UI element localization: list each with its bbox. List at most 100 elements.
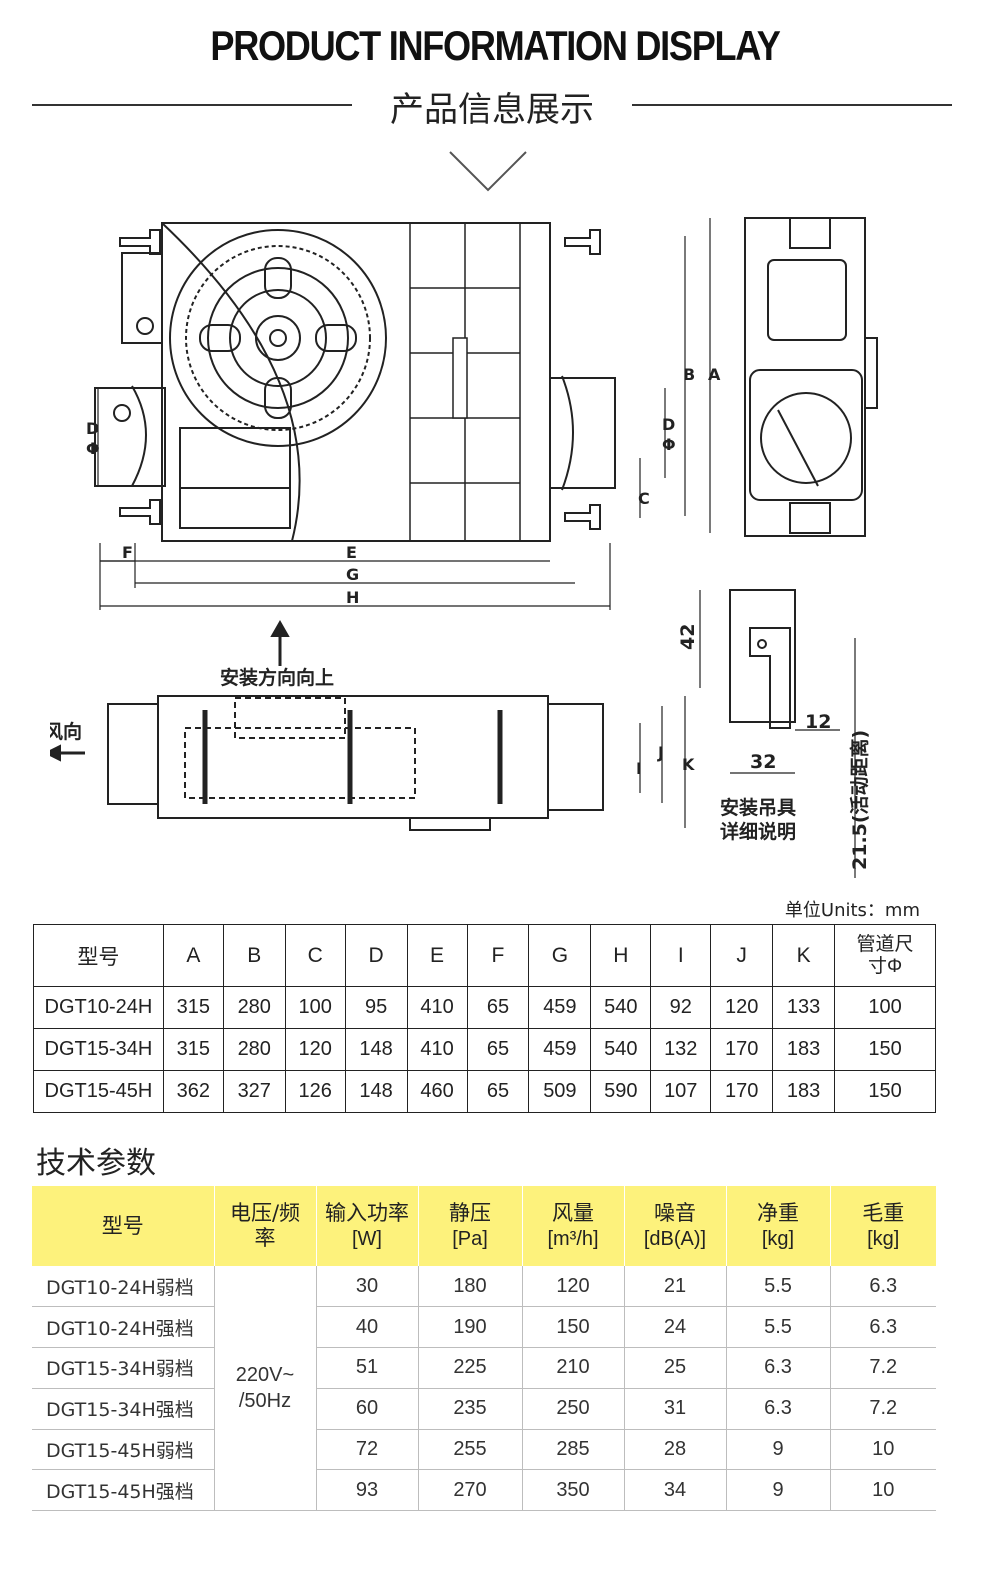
col-header-d: D <box>344 924 408 987</box>
table-cell: 126 <box>284 1070 346 1113</box>
hanger-dim-12: 12 <box>805 711 831 733</box>
table-cell: 31 <box>623 1388 726 1430</box>
table-cell: 28 <box>623 1429 726 1471</box>
table-cell: 509 <box>528 1070 592 1113</box>
table-cell: 107 <box>650 1070 712 1113</box>
table-cell: 6.3 <box>829 1306 936 1349</box>
table-cell: 10 <box>829 1469 936 1512</box>
table-cell: 460 <box>406 1070 468 1113</box>
table-cell: 7.2 <box>829 1347 936 1389</box>
th-gross-weight: 毛重[kg] <box>829 1186 936 1266</box>
th-noise: 噪音[dB(A)] <box>623 1186 726 1266</box>
th-voltage: 电压/频率 <box>213 1186 316 1266</box>
table-cell: 225 <box>417 1347 522 1389</box>
table-cell: 459 <box>528 986 592 1029</box>
hanger-dim-32: 32 <box>750 751 776 773</box>
table-cell: 170 <box>710 1028 774 1071</box>
table-cell: 285 <box>521 1429 624 1471</box>
dim-label-f: F <box>122 543 133 562</box>
table-cell: 250 <box>521 1388 624 1430</box>
table-cell-voltage: 220V~ /50Hz <box>213 1266 316 1512</box>
col-header-f: F <box>466 924 530 987</box>
dim-label-d-right: D <box>662 415 675 434</box>
table-cell: 6.3 <box>725 1347 830 1389</box>
table-cell: 30 <box>315 1266 418 1308</box>
table-cell: 9 <box>725 1469 830 1512</box>
table-cell: 72 <box>315 1429 418 1471</box>
table-cell: 590 <box>590 1070 652 1113</box>
table-cell: 7.2 <box>829 1388 936 1430</box>
col-header-h: H <box>590 924 652 987</box>
wind-direction-label: 风向 <box>50 720 82 743</box>
table-cell: 133 <box>772 986 836 1029</box>
table-cell-model: DGT15-34H强档 <box>32 1388 214 1430</box>
table-cell: 65 <box>466 1070 530 1113</box>
unit-label: 单位Units：mm <box>784 900 920 921</box>
col-header-c: C <box>284 924 346 987</box>
table-cell: 93 <box>315 1469 418 1512</box>
dim-label-phi-left: Φ <box>86 439 100 458</box>
divider-left <box>32 104 352 106</box>
table-cell: 255 <box>417 1429 522 1471</box>
table-cell: 65 <box>466 986 530 1029</box>
table-cell: 183 <box>772 1028 836 1071</box>
table-row: DGT10-24H弱档 220V~ /50Hz 30 180 120 21 5.… <box>32 1266 936 1512</box>
dim-label-i: I <box>636 759 642 778</box>
th-airflow: 风量[m³/h] <box>521 1186 624 1266</box>
th-pressure: 静压[Pa] <box>417 1186 522 1266</box>
page-title-en: PRODUCT INFORMATION DISPLAY <box>210 22 780 69</box>
col-header-pipe-size: 管道尺 寸Φ <box>834 924 936 987</box>
table-row: DGT15-34H强档 60 235 250 31 6.3 7.2 <box>32 1388 936 1430</box>
col-header-i: I <box>650 924 712 987</box>
table-cell: 120 <box>521 1266 624 1308</box>
unit-body-front <box>161 222 551 542</box>
page-subtitle-row: 产品信息展示 <box>32 82 952 130</box>
pipe-header-line2: 寸Φ <box>867 955 903 977</box>
table-cell: 5.5 <box>725 1266 830 1308</box>
table-cell: 350 <box>521 1469 624 1512</box>
table-cell: 100 <box>284 986 346 1029</box>
table-cell: 51 <box>315 1347 418 1389</box>
table-cell: DGT15-45H <box>33 1070 164 1113</box>
table-cell: 148 <box>344 1070 408 1113</box>
table-cell: 100 <box>834 986 936 1029</box>
unit-bottom-view <box>107 695 604 831</box>
table-cell: 6.3 <box>725 1388 830 1430</box>
th-power: 输入功率[W] <box>315 1186 418 1266</box>
table-cell: 362 <box>162 1070 224 1113</box>
table-cell: 315 <box>162 1028 224 1071</box>
table-cell-model: DGT15-34H弱档 <box>32 1347 214 1389</box>
table-cell: 280 <box>222 986 286 1029</box>
table-row: DGT15-45H弱档 72 255 285 28 9 10 <box>32 1429 936 1471</box>
table-cell: 34 <box>623 1469 726 1512</box>
th-net-weight: 净重[kg] <box>725 1186 830 1266</box>
th-pressure-unit: [Pa] <box>452 1227 488 1250</box>
technical-drawing: A B C D Φ D Φ E F G H I J K 安装方向向上 风向 42… <box>50 217 878 878</box>
table-cell: 210 <box>521 1347 624 1389</box>
col-header-b: B <box>222 924 286 987</box>
th-voltage-line2: 率 <box>254 1226 276 1250</box>
table-cell: 9 <box>725 1429 830 1471</box>
table-row: DGT15-45H 362 327 126 148 460 65 509 590… <box>33 1070 936 1113</box>
dim-label-g: G <box>346 565 359 584</box>
th-gross-unit: [kg] <box>867 1227 900 1250</box>
table-cell: 25 <box>623 1347 726 1389</box>
table-cell: DGT10-24H <box>33 986 164 1029</box>
table-cell: 540 <box>590 1028 652 1071</box>
table-cell: 21 <box>623 1266 726 1308</box>
dim-label-b: B <box>683 365 695 384</box>
right-duct <box>549 377 616 489</box>
table-cell: 327 <box>222 1070 286 1113</box>
th-power-line1: 输入功率 <box>325 1200 409 1225</box>
table-cell: 410 <box>406 1028 468 1071</box>
table-cell: 459 <box>528 1028 592 1071</box>
table-cell: 65 <box>466 1028 530 1071</box>
table-cell: 120 <box>284 1028 346 1071</box>
dim-label-j: J <box>657 743 664 762</box>
th-noise-unit: [dB(A)] <box>643 1227 707 1250</box>
hanger-note-line2: 详细说明 <box>720 820 796 843</box>
th-power-unit: [W] <box>352 1227 382 1250</box>
table-cell-model: DGT15-45H弱档 <box>32 1429 214 1471</box>
tech-params-table: 型号 电压/频率 输入功率[W] 静压[Pa] 风量[m³/h] 噪音[dB(A… <box>32 1186 936 1512</box>
table-cell: 60 <box>315 1388 418 1430</box>
